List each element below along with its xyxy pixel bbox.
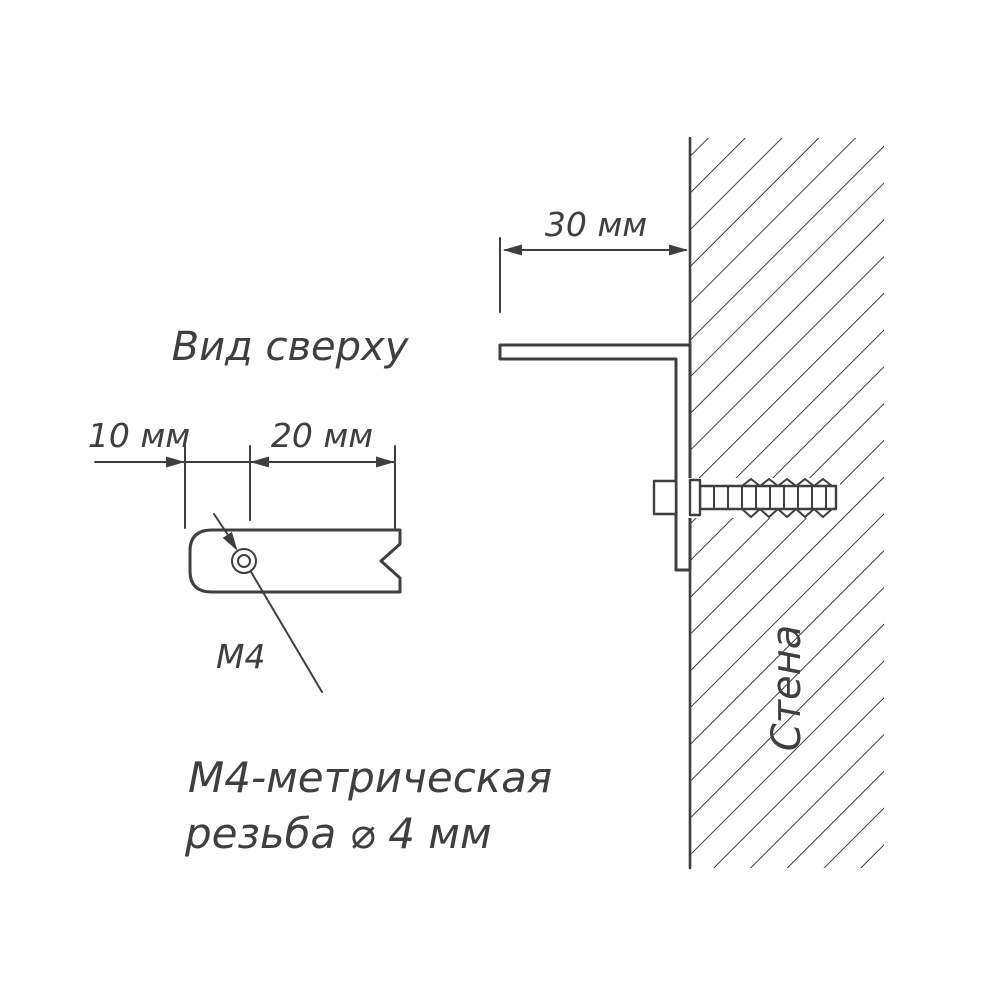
dimension-30mm-label: 30 мм <box>545 205 647 244</box>
bracket-side-view <box>498 343 692 572</box>
note-line-2: резьба ⌀ 4 мм <box>184 809 492 858</box>
arrow-left-icon <box>503 244 522 256</box>
dimension-10mm-label: 10 мм <box>88 416 190 455</box>
anchor-top-ribs <box>741 477 833 488</box>
arrow-right-icon <box>166 456 185 468</box>
arrow-right-icon <box>376 456 395 468</box>
leader-arrow-icon <box>222 531 238 551</box>
anchor-collar <box>688 478 702 517</box>
thread-outer-circle <box>231 548 257 574</box>
thread-note: М4-метрическая резьба ⌀ 4 мм <box>184 753 552 858</box>
arrow-left-icon <box>250 456 269 468</box>
thread-callout-label: М4 <box>216 637 265 676</box>
top-view: Вид сверху 10 мм 20 мм М4 <box>88 324 410 693</box>
anchor-body <box>698 484 838 511</box>
thread-inner-circle <box>237 554 251 568</box>
bracket-top-view-outline <box>188 528 402 594</box>
bracket-outline <box>498 343 692 572</box>
anchor-bottom-ribs <box>741 507 833 519</box>
leader-line <box>213 513 231 539</box>
leader-line <box>249 570 323 693</box>
wall-label: Стена <box>764 625 810 752</box>
dimension-20mm-label: 20 мм <box>271 416 373 455</box>
dimension-30mm: 30 мм <box>499 205 688 313</box>
wall-anchor-dowel <box>652 477 840 519</box>
note-line-1: М4-метрическая <box>188 753 552 802</box>
arrow-right-icon <box>669 244 688 256</box>
screw-head <box>652 479 678 516</box>
anchor-segments <box>713 486 827 509</box>
top-view-title: Вид сверху <box>172 324 410 370</box>
